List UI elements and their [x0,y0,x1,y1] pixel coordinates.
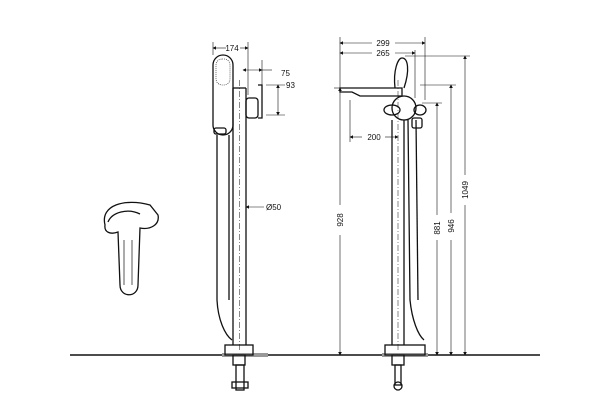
dim-75-label: 75 [281,69,290,78]
front-dimensions [334,37,470,356]
dim-174-label: 174 [225,44,239,53]
dim-93-label: 93 [286,81,295,90]
dim-200-label: 200 [367,133,381,142]
dim-1049-label: 1049 [461,181,470,199]
dim-946-label: 946 [447,219,456,233]
mixer-detail-view [103,201,159,296]
front-view [339,57,427,391]
dim-928-label: 928 [336,213,345,227]
dim-299-label: 299 [376,39,390,48]
side-view [212,54,263,391]
dim-265-label: 265 [376,49,390,58]
dim-881-label: 881 [433,221,442,235]
side-dimensions [212,42,285,209]
dim-diameter-label: Ø50 [266,203,282,212]
